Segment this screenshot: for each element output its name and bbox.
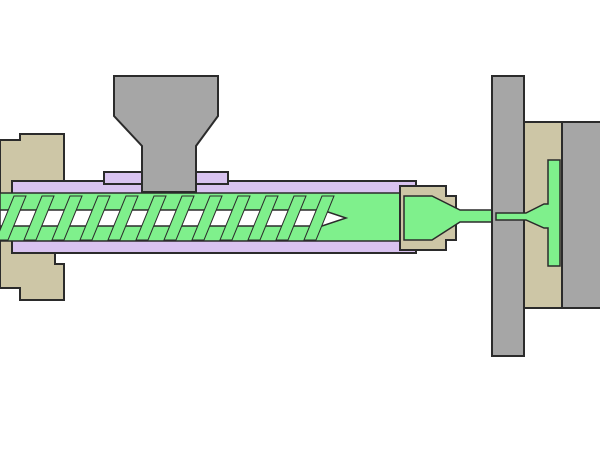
- screw-flight: [219, 195, 251, 241]
- screw-flight: [275, 195, 307, 241]
- screw-flight: [303, 195, 335, 241]
- screw-flight: [51, 195, 83, 241]
- screw-flights: [0, 195, 335, 241]
- moving-platen: [561, 121, 600, 309]
- screw-flight: [0, 195, 27, 241]
- screw-flight: [23, 195, 55, 241]
- screw-flight: [163, 195, 195, 241]
- screw-flight: [107, 195, 139, 241]
- molded-part: [495, 159, 561, 267]
- screw-flight: [191, 195, 223, 241]
- screw-flight: [135, 195, 167, 241]
- hopper: [113, 75, 219, 193]
- screw-flight: [79, 195, 111, 241]
- screw-flight: [247, 195, 279, 241]
